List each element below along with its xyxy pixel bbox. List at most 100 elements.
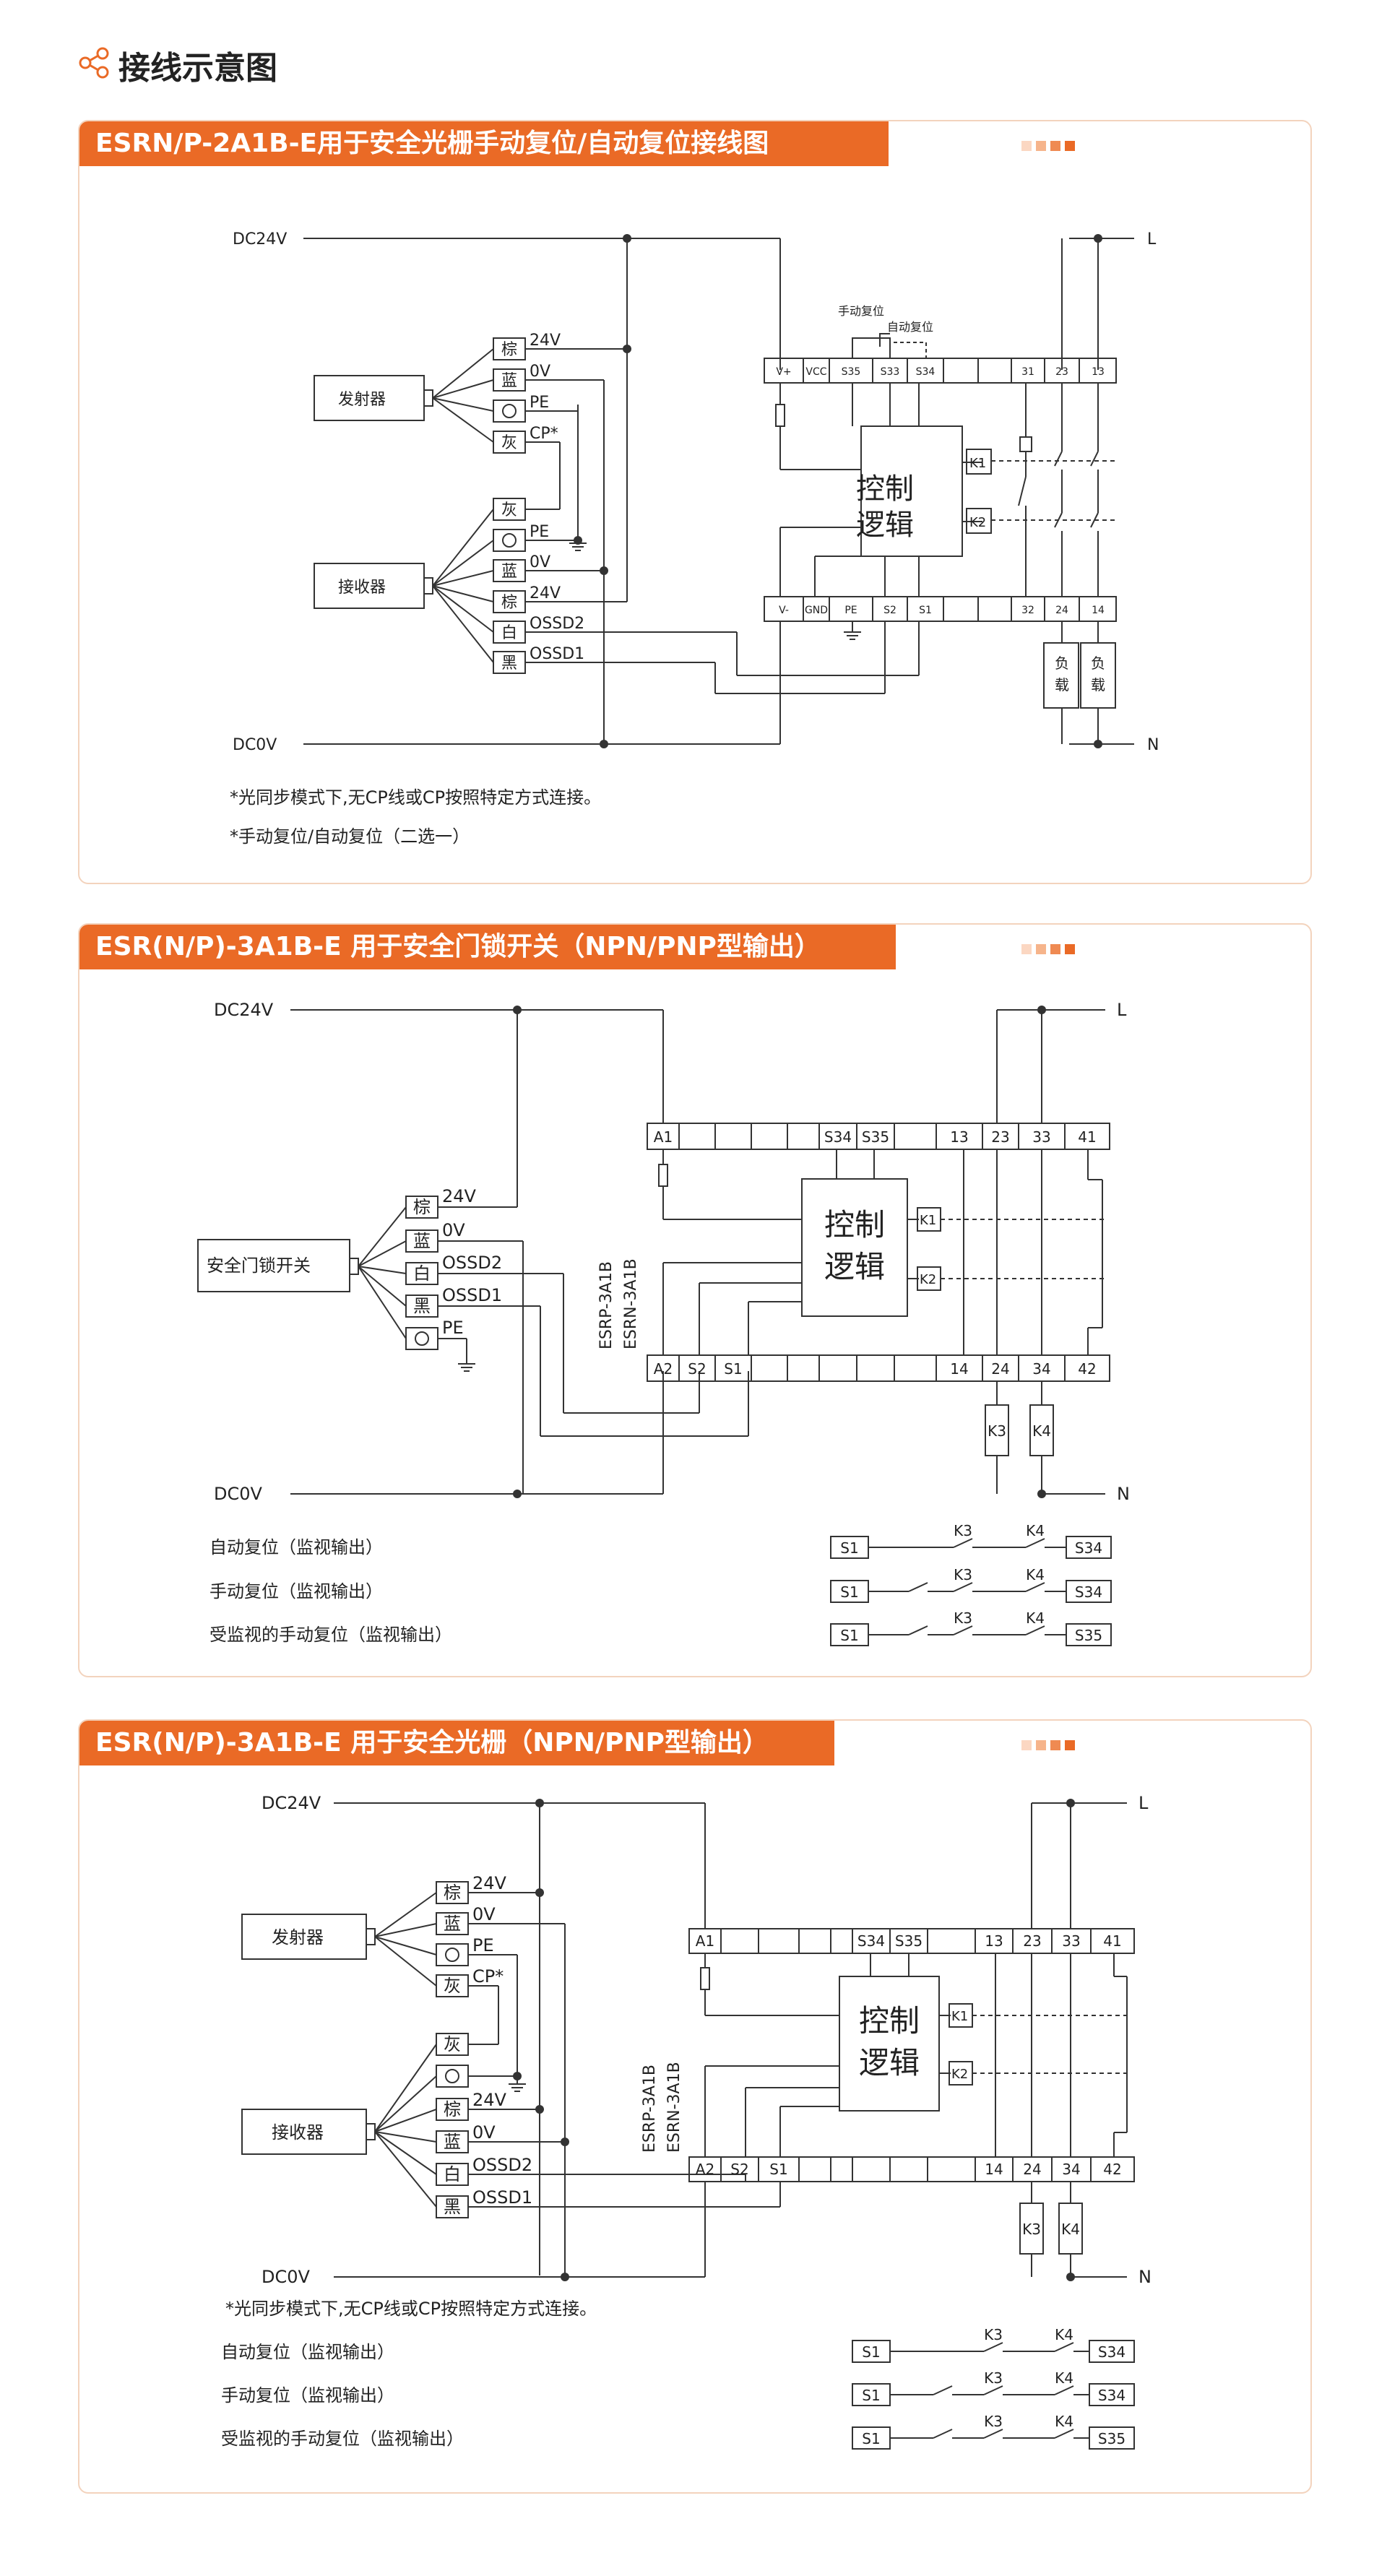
p2-wire-3: 黑 — [413, 1296, 431, 1316]
p3-r0-end: S34 — [1098, 2343, 1125, 2361]
wire-label-pe: PE — [530, 394, 549, 412]
diagram-3: DC24V DC0V L N 发射器 接收器 棕 蓝 灰 24V 0V PE C… — [221, 1793, 1151, 2450]
t1-4: S34 — [916, 366, 936, 378]
p3-r2-end: S35 — [1098, 2430, 1125, 2447]
p2-reset-0: 自动复位（监视输出） — [209, 1537, 383, 1557]
logic-line1: 控制 — [856, 472, 914, 506]
rx-label-24v: 24V — [530, 584, 561, 602]
diagram-2: DC24V DC0V L N 安全门锁开关 棕 蓝 白 黑 24V 0V OSS… — [197, 1000, 1130, 1646]
p3-rwl-2: 24V — [472, 2090, 507, 2110]
p3-r1-end: S34 — [1098, 2387, 1125, 2404]
p3-t-9: 33 — [1062, 1932, 1080, 1950]
p3-dc0v: DC0V — [262, 2267, 311, 2287]
p3-t-4: S34 — [857, 1932, 885, 1950]
p3-t-5: S35 — [895, 1932, 922, 1950]
rx-wire-white: 白 — [501, 624, 517, 642]
p3-rw-0: 灰 — [444, 2034, 461, 2054]
dc0v-label: DC0V — [233, 736, 277, 754]
b1-4: S1 — [919, 605, 932, 616]
t1-2: S35 — [842, 366, 861, 378]
p2-r1-start: S1 — [840, 1583, 858, 1601]
p2-reset-1: 手动复位（监视输出） — [209, 1581, 383, 1602]
p3-ew-0: 棕 — [444, 1883, 461, 1903]
panel-1-title: ESRN/P-2A1B-E用于安全光栅手动复位/自动复位接线图 — [79, 121, 889, 166]
p2-wl-1: 0V — [442, 1220, 465, 1240]
panel-3-title: ESR(N/P)-3A1B-E 用于安全光栅（NPN/PNP型输出） — [79, 1721, 834, 1765]
p2-t-9: 33 — [1032, 1128, 1050, 1146]
diagram-1: DC24V DC0V L N 发射器 接收器 棕 蓝 灰 24V 0V PE C… — [230, 230, 1159, 847]
p2-r0-k3: K3 — [954, 1522, 972, 1539]
load-2: 负载 — [1091, 654, 1105, 693]
p2-r1-k4: K4 — [1026, 1566, 1045, 1583]
p3-note: *光同步模式下,无CP线或CP按照特定方式连接。 — [225, 2299, 597, 2319]
p2-r0-start: S1 — [840, 1539, 858, 1557]
p3-r0-start: S1 — [862, 2343, 880, 2361]
wire-gray: 灰 — [501, 434, 517, 452]
p3-logic-2: 逻辑 — [859, 2045, 920, 2080]
p2-reset-2: 受监视的手动复位（监视输出） — [209, 1625, 452, 1645]
p2-t-7: 13 — [950, 1128, 968, 1146]
p2-b-10: 42 — [1078, 1360, 1096, 1378]
t1-1: VCC — [805, 366, 826, 378]
p3-rw-4: 白 — [444, 2164, 461, 2184]
p2-wl-0: 24V — [442, 1186, 477, 1206]
p3-ewl-2: PE — [472, 1935, 494, 1955]
p3-b-10: 42 — [1103, 2161, 1121, 2178]
t1-8: 23 — [1055, 366, 1068, 378]
p3-t-0: A1 — [696, 1932, 714, 1950]
p2-t-10: 41 — [1078, 1128, 1096, 1146]
rx-label-ossd2: OSSD2 — [530, 615, 584, 633]
p3-reset-2: 受监视的手动复位（监视输出） — [221, 2429, 464, 2449]
rx-label-pe: PE — [530, 523, 549, 541]
b1-8: 24 — [1055, 605, 1068, 616]
logic-line2: 逻辑 — [856, 509, 914, 542]
p3-k4: K4 — [1061, 2221, 1080, 2238]
p2-wl-3: OSSD1 — [442, 1285, 502, 1305]
p3-k3: K3 — [1022, 2221, 1041, 2238]
p2-dc24v: DC24V — [214, 1000, 274, 1020]
note-2: *手动复位/自动复位（二选一） — [230, 826, 470, 847]
wire-label-cp: CP* — [530, 425, 558, 443]
b1-3: S2 — [883, 605, 896, 616]
p2-b-9: 34 — [1032, 1360, 1050, 1378]
p2-wire-2: 白 — [413, 1263, 431, 1284]
b1-0: V- — [779, 605, 789, 616]
p3-b-7: 14 — [985, 2161, 1003, 2178]
p3-r0-k4: K4 — [1055, 2326, 1073, 2343]
wire-brown: 棕 — [501, 341, 517, 359]
p3-ew-1: 蓝 — [444, 1914, 461, 1934]
p3-r1-start: S1 — [862, 2387, 880, 2404]
p3-b-9: 34 — [1062, 2161, 1080, 2178]
p2-model-2: ESRN-3A1B — [622, 1258, 640, 1349]
p2-r0-end: S34 — [1075, 1539, 1102, 1557]
p2-r1-end: S34 — [1075, 1583, 1102, 1601]
t1-3: S33 — [881, 366, 900, 378]
p2-b-1: S2 — [688, 1360, 706, 1378]
p3-ewl-1: 0V — [472, 1904, 496, 1924]
p2-r2-k3: K3 — [954, 1609, 972, 1627]
p3-emitter: 发射器 — [272, 1927, 324, 1948]
t1-9: 13 — [1092, 366, 1105, 378]
p3-b-1: S2 — [730, 2161, 748, 2178]
p2-t-4: S34 — [824, 1128, 852, 1146]
panel-3: ESR(N/P)-3A1B-E 用于安全光栅（NPN/PNP型输出） — [78, 1719, 1312, 2494]
p2-t-0: A1 — [654, 1128, 673, 1146]
rx-wire-gray: 灰 — [501, 501, 517, 519]
p2-n: N — [1117, 1484, 1130, 1504]
panel-3-dots — [1021, 1739, 1079, 1753]
p3-t-10: 41 — [1103, 1932, 1121, 1950]
p2-t-5: S35 — [862, 1128, 889, 1146]
b1-7: 32 — [1021, 605, 1034, 616]
b1-1: GND — [805, 605, 828, 616]
p2-logic-2: 逻辑 — [824, 1249, 885, 1284]
p2-r2-start: S1 — [840, 1627, 858, 1644]
rx-wire-black: 黑 — [501, 654, 517, 673]
p3-r1-k4: K4 — [1055, 2369, 1073, 2387]
p2-r2-end: S35 — [1075, 1627, 1102, 1644]
panel-2: ESR(N/P)-3A1B-E 用于安全门锁开关（NPN/PNP型输出） — [78, 923, 1312, 1677]
p3-b-0: A2 — [696, 2161, 714, 2178]
p3-rw-5: 黑 — [444, 2197, 461, 2217]
n-label: N — [1147, 736, 1159, 754]
p2-k2: K2 — [920, 1272, 936, 1287]
p2-t-8: 23 — [991, 1128, 1009, 1146]
